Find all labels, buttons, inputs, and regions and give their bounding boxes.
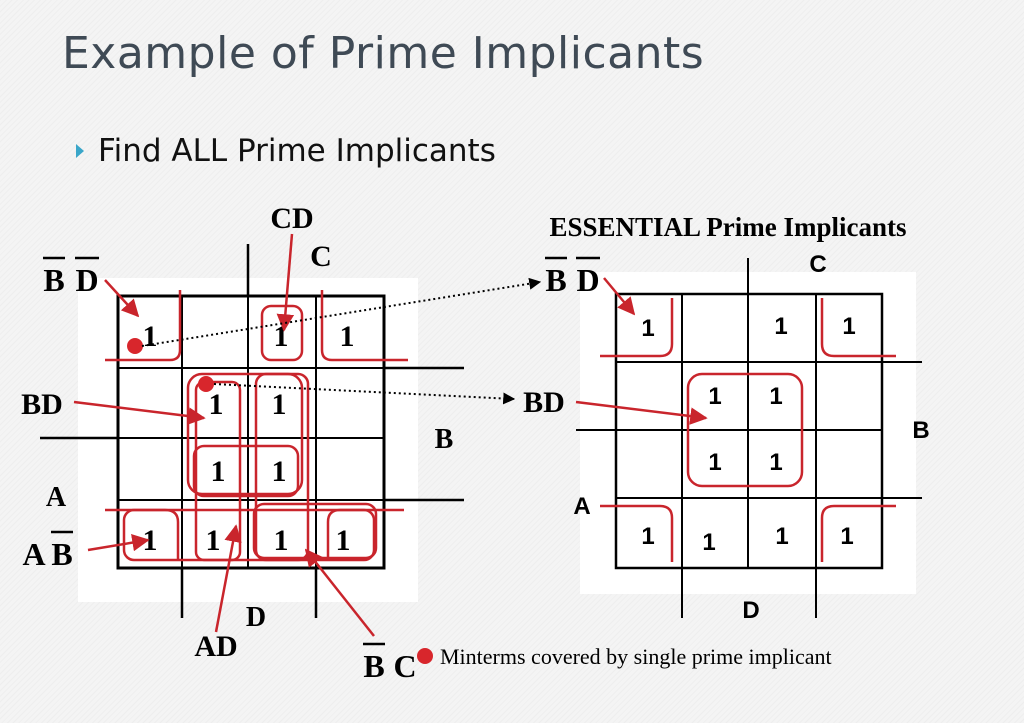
arrow-bd — [73, 400, 206, 425]
arrow-ad — [214, 524, 242, 633]
right-cell-r2c1: 1 — [708, 449, 721, 476]
label-ad: AD — [194, 630, 237, 663]
arrow-bd-bar — [104, 279, 140, 318]
right-label-bd-bar-d: D — [576, 262, 599, 298]
right-a-label: A — [573, 493, 590, 520]
left-b-label: B — [435, 424, 454, 455]
left-group-bd-box — [186, 372, 304, 496]
left-cell-r3c3: 1 — [336, 524, 351, 557]
label-bd-bar-b: B — [43, 262, 64, 298]
left-group-bd-bar-corner-tl — [105, 290, 182, 362]
left-cell-r0c0: 1 — [143, 320, 158, 353]
arrow-cd — [276, 233, 295, 332]
left-cell-r1c2: 1 — [272, 388, 287, 421]
right-cell-r0c0: 1 — [641, 315, 654, 342]
right-group-corner-tr — [820, 298, 896, 358]
right-cell-r0c3: 1 — [842, 313, 855, 340]
right-d-label: D — [742, 597, 759, 624]
right-cell-r1c2: 1 — [769, 383, 782, 410]
label-bd-bar-d: D — [75, 262, 98, 298]
label-bd: BD — [21, 388, 63, 421]
left-essential-dot-bd — [198, 376, 214, 392]
left-cell-r3c1: 1 — [206, 524, 221, 557]
left-cell-r1c1: 1 — [209, 388, 224, 421]
label-bc-c: C — [393, 648, 416, 684]
right-group-corner-br — [820, 504, 896, 562]
label-ab-bar-b: B — [51, 536, 72, 572]
right-cell-r0c2: 1 — [774, 313, 787, 340]
legend-text: Minterms covered by single prime implica… — [440, 644, 832, 669]
arrow-bc — [304, 548, 375, 637]
right-cell-r3c1: 1 — [702, 529, 715, 556]
left-group-ab-bar-row-box — [122, 508, 376, 562]
left-group-cd-box — [260, 304, 304, 362]
right-c-label: C — [809, 251, 826, 278]
left-cell-r2c2: 1 — [272, 455, 287, 488]
left-cd-header: CD — [270, 202, 313, 235]
right-cell-r3c3: 1 — [840, 523, 853, 550]
right-b-label: B — [912, 417, 929, 444]
dotted-connector-bd — [213, 383, 516, 405]
left-group-inner-box — [192, 444, 300, 498]
right-kmap: 1 1 1 1 1 1 1 1 1 1 1 C B A D ESSENTIAL … — [523, 212, 930, 624]
right-group-bd-box — [686, 372, 804, 488]
left-cell-r0c3: 1 — [340, 320, 355, 353]
right-group-corner-bl — [600, 504, 674, 562]
left-d-label: D — [246, 602, 266, 633]
arrow-ab-bar — [87, 533, 150, 552]
right-cell-r3c2: 1 — [775, 523, 788, 550]
right-cell-r2c2: 1 — [769, 449, 782, 476]
left-kmap: 1 1 1 1 1 1 1 1 1 1 1 CD C B A D B D BD … — [21, 202, 464, 684]
left-essential-dot-bd-bar — [127, 338, 143, 354]
right-cell-r3c0: 1 — [641, 523, 654, 550]
label-bc-bar-b: B — [363, 648, 384, 684]
right-label-bd: BD — [523, 386, 565, 419]
left-kmap-border — [116, 294, 386, 570]
right-arrow-bd — [575, 400, 708, 425]
left-cell-r2c1: 1 — [211, 455, 226, 488]
right-cell-r1c1: 1 — [708, 383, 721, 410]
left-a-label: A — [46, 482, 67, 513]
right-arrow-bd-bar — [603, 277, 636, 316]
right-group-corner-tl — [600, 298, 674, 358]
dotted-connector-bd-bar — [141, 277, 542, 347]
bullet-item: Find ALL Prime Implicants — [76, 133, 496, 169]
bullet-text: Find ALL Prime Implicants — [98, 133, 496, 169]
right-label-bd-bar-b: B — [545, 262, 566, 298]
slide-title: Example of Prime Implicants — [62, 28, 705, 79]
legend-dot — [417, 648, 433, 664]
label-ab-a: A — [22, 536, 45, 572]
bullet-arrow-icon — [76, 144, 84, 158]
left-group-bd-bar-corner-tr — [320, 290, 408, 362]
right-heading: ESSENTIAL Prime Implicants — [549, 212, 906, 242]
left-cell-r3c2: 1 — [274, 524, 289, 557]
left-c-label: C — [310, 240, 332, 273]
